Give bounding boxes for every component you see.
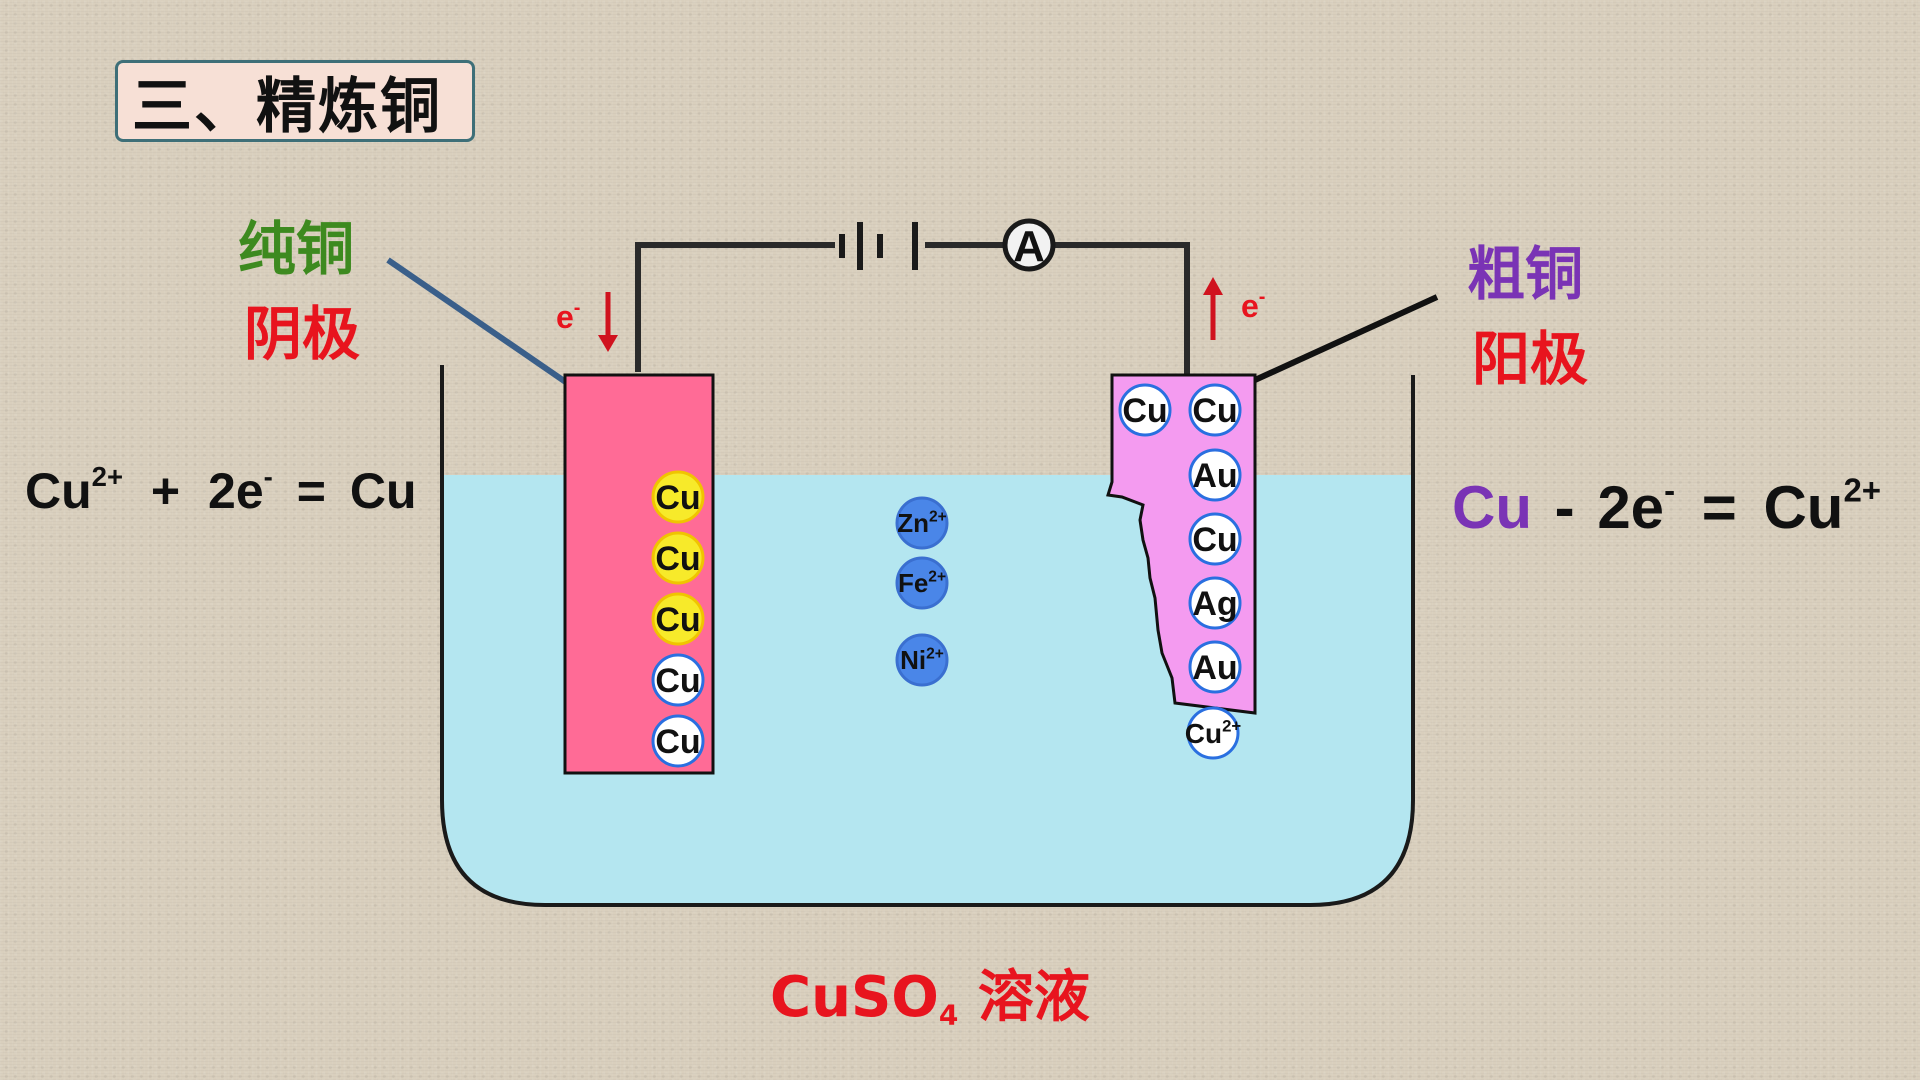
cathode-equation: Cu2+ + 2e- = Cu (25, 461, 417, 519)
impurity-ion: Fe2+ (895, 556, 949, 610)
anode-lead-line (1253, 294, 1439, 383)
svg-text:Cu: Cu (655, 479, 700, 517)
cathode-role-label: 阴极 (244, 300, 361, 368)
cathode-atom: Cu (651, 592, 705, 646)
svg-text:Cu: Cu (1192, 521, 1237, 559)
page-title: 三、精炼铜 (115, 60, 475, 142)
svg-text:Cu: Cu (1192, 392, 1237, 430)
impurity-ions: Zn2+ Fe2+ Ni2+ (895, 496, 949, 687)
anode-atom: Cu (1118, 383, 1172, 437)
cathode-electron-arrow (598, 292, 618, 352)
impurity-ion: Ni2+ (895, 633, 949, 687)
beaker (440, 365, 1415, 907)
ammeter-icon: A (1002, 218, 1056, 272)
released-cu-ion: Cu2+ (1185, 706, 1242, 760)
svg-text:Ag: Ag (1192, 585, 1237, 623)
cathode-electron-label: e- (556, 297, 580, 335)
ammeter-label: A (1013, 222, 1045, 271)
svg-text:Au: Au (1192, 649, 1237, 687)
anode-electron-arrow (1203, 277, 1223, 340)
anode-atom: Au (1188, 448, 1242, 502)
svg-text:Cu: Cu (655, 723, 700, 761)
svg-text:Ni2+: Ni2+ (900, 645, 944, 675)
cathode-atom: Cu (651, 714, 705, 768)
svg-text:Fe2+: Fe2+ (898, 568, 946, 598)
anode-role-label: 阳极 (1472, 325, 1589, 393)
anode-atom: Au (1188, 640, 1242, 694)
anode-atom: Cu (1188, 512, 1242, 566)
anode-electron-label: e- (1241, 286, 1265, 324)
anode-equation: Cu - 2e- = Cu2+ (1452, 471, 1882, 541)
solution-label: CuSO4 溶液 (770, 965, 1090, 1032)
anode-atom: Cu (1188, 383, 1242, 437)
svg-text:Au: Au (1192, 457, 1237, 495)
cathode-atom: Cu (651, 470, 705, 524)
impurity-ion: Zn2+ (895, 496, 949, 550)
svg-text:Cu: Cu (655, 540, 700, 578)
cathode-lead-line (386, 257, 572, 388)
cathode-atom: Cu (651, 653, 705, 707)
svg-text:Cu: Cu (655, 601, 700, 639)
svg-text:Cu2+: Cu2+ (1185, 717, 1242, 749)
cathode-material-label: 纯铜 (238, 215, 355, 283)
circuit-wire (635, 242, 1190, 375)
svg-text:Zn2+: Zn2+ (897, 508, 947, 538)
battery-icon (839, 222, 918, 270)
cathode-atom: Cu (651, 531, 705, 585)
svg-text:Cu: Cu (1122, 392, 1167, 430)
anode-material-label: 粗铜 (1467, 240, 1584, 308)
anode-atom: Ag (1188, 576, 1242, 630)
svg-text:Cu: Cu (655, 662, 700, 700)
